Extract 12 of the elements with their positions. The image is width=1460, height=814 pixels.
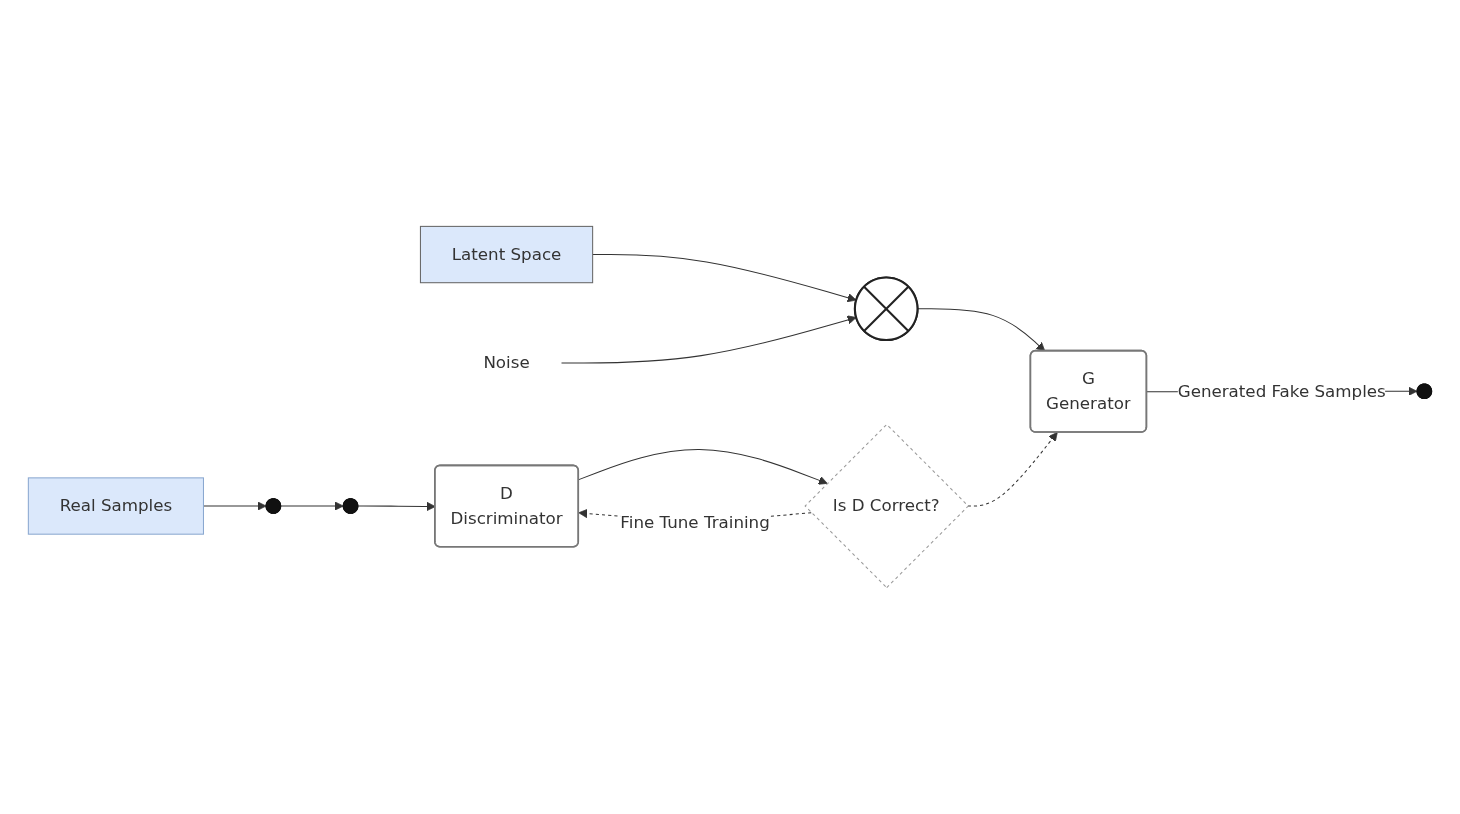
arrow: [578, 449, 828, 485]
arrow: [560, 315, 857, 364]
node-diamond: Is D Correct?: [804, 423, 970, 589]
edge-label: Fine Tune Training: [620, 511, 770, 532]
arrow: [967, 432, 1058, 507]
node-text: Noise: [483, 352, 530, 373]
arrow: [592, 254, 857, 303]
arrow: [280, 501, 344, 511]
edge-label: Generated Fake Samples: [1177, 380, 1386, 401]
node-box: Real Samples: [27, 477, 204, 535]
arrow: [917, 308, 1046, 352]
node-box: Latent Space: [419, 225, 594, 284]
